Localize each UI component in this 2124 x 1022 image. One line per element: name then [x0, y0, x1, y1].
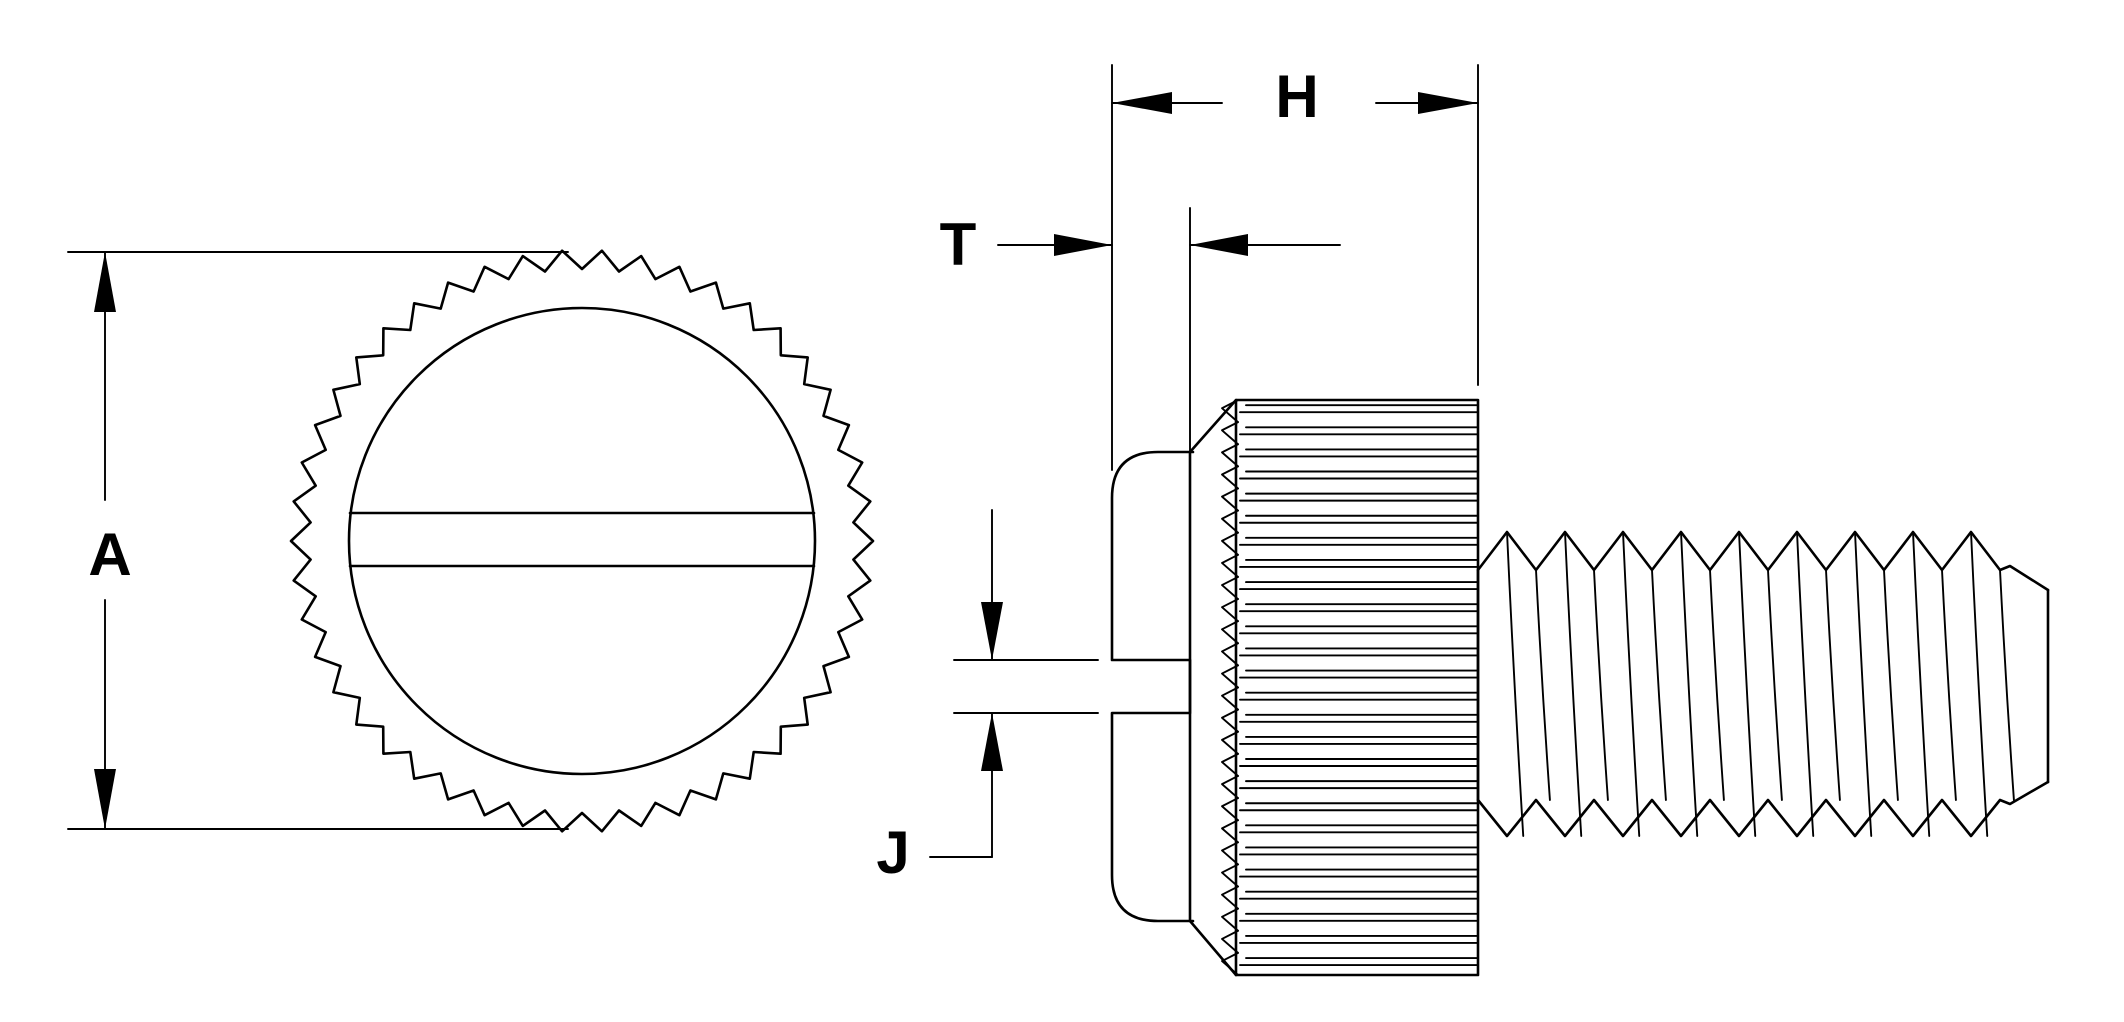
dimension-t: T — [940, 207, 1341, 641]
thread-top-profile — [1476, 530, 2050, 592]
knurl-tooth — [1221, 907, 1239, 932]
knurl-tooth — [1221, 575, 1239, 600]
dimension-a-arrow-up — [94, 252, 116, 312]
knurl-tooth — [1221, 664, 1239, 689]
knurl-tooth — [1221, 553, 1239, 578]
knurled-head-side — [1188, 398, 1480, 977]
head-face-circle — [347, 306, 817, 776]
knurl-tooth — [1221, 797, 1239, 822]
thread-crest-line — [1912, 531, 1931, 837]
dimension-t-arrow-left — [1054, 234, 1112, 256]
knurl-tooth — [1221, 642, 1239, 667]
thread-root-line — [1767, 569, 1783, 801]
thread-crest-line — [1854, 531, 1873, 837]
thread-crest-line — [1622, 531, 1641, 837]
thread-crest-line — [1738, 531, 1757, 837]
thread-bottom-profile — [1476, 780, 2050, 838]
knurl-tooth — [1221, 399, 1239, 424]
dimension-a-arrow-down — [94, 769, 116, 829]
thread-root-line — [1941, 569, 1957, 801]
knurl-tooth — [1221, 686, 1239, 711]
knurl-tooth — [1221, 775, 1239, 800]
thread-root-line — [1999, 569, 2015, 801]
knurl-tooth — [1221, 929, 1239, 954]
thread-crest-line — [1564, 531, 1583, 837]
thread-root-line — [1883, 569, 1899, 801]
dimension-h-arrow-left — [1112, 92, 1172, 114]
dimension-a-label: A — [88, 521, 131, 588]
knurl-tooth — [1221, 531, 1239, 556]
threaded-shank — [1476, 530, 2050, 838]
knurl-tooth — [1221, 487, 1239, 512]
dimension-h-label: H — [1275, 63, 1318, 130]
dimension-j-label: J — [876, 819, 909, 886]
dimension-j-arrow-up — [981, 713, 1003, 771]
knurl-tooth — [1221, 819, 1239, 844]
knurl-tooth — [1221, 752, 1239, 777]
dimension-t-label: T — [940, 211, 977, 278]
knurl-tooth — [1221, 951, 1239, 976]
thread-root-line — [1825, 569, 1841, 801]
thread-root-line — [1651, 569, 1667, 801]
knurl-tooth — [1221, 509, 1239, 534]
dimension-j-arrow-down — [981, 602, 1003, 660]
thread-root-line — [1593, 569, 1609, 801]
thread-crest-line — [1680, 531, 1699, 837]
knurl-tooth — [1221, 885, 1239, 910]
thread-crest-line — [1970, 531, 1989, 837]
knurl-tooth — [1221, 730, 1239, 755]
dimension-t-arrow-right — [1190, 234, 1248, 256]
dimension-h: H — [1111, 63, 1479, 471]
knurl-tooth — [1221, 598, 1239, 623]
knurl-tooth — [1221, 708, 1239, 733]
knurl-tooth — [1221, 465, 1239, 490]
side-view — [1110, 398, 2050, 977]
dimension-j: J — [876, 509, 1099, 886]
dimension-h-arrow-right — [1418, 92, 1478, 114]
front-view — [289, 249, 875, 833]
knurl-tooth — [1221, 841, 1239, 866]
knurl-tooth — [1221, 443, 1239, 468]
thread-root-line — [1535, 569, 1551, 801]
knurl-tooth — [1221, 421, 1239, 446]
domed-head-outline — [1110, 450, 1195, 923]
knurled-head-outline — [289, 249, 875, 833]
thread-crest-line — [1506, 531, 1525, 837]
dimension-a: A — [67, 251, 569, 830]
thread-root-line — [1709, 569, 1725, 801]
knurl-tooth — [1221, 620, 1239, 645]
thread-crest-line — [1796, 531, 1815, 837]
knurl-tooth — [1221, 863, 1239, 888]
